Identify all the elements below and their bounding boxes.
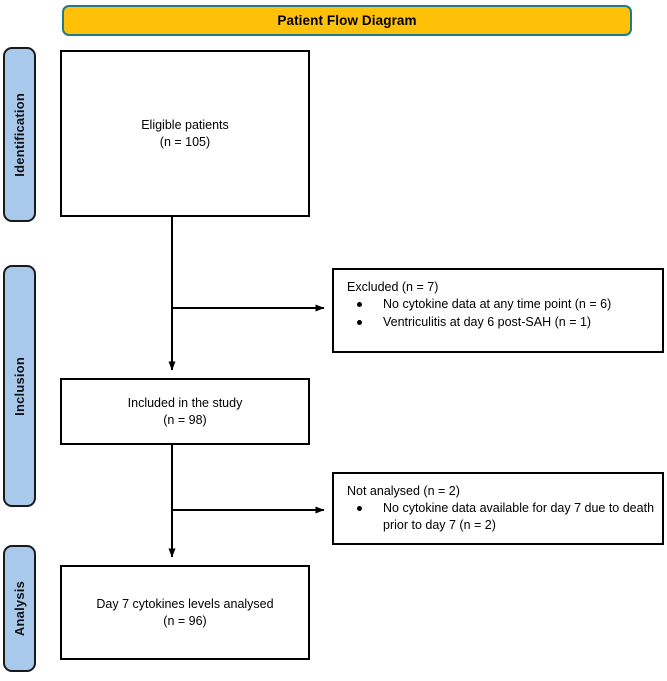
list-item-text: No cytokine data available for day 7 due… xyxy=(383,501,655,532)
flow-box-text: Eligible patients (n = 105) xyxy=(141,118,229,149)
flow-box-included-in-study: Included in the study (n = 98) xyxy=(60,378,310,445)
stage-tab-label: Analysis xyxy=(12,580,27,637)
side-box-not-analysed: Not analysed (n = 2) No cytokine data av… xyxy=(332,472,664,545)
stage-tab-analysis: Analysis xyxy=(3,545,36,672)
stage-tab-identification: Identification xyxy=(3,47,36,222)
page-title: Patient Flow Diagram xyxy=(277,12,417,28)
side-box-heading: Not analysed (n = 2) xyxy=(347,484,460,498)
stage-tab-label: Identification xyxy=(12,92,27,177)
flow-box-text: Day 7 cytokines levels analysed (n = 96) xyxy=(96,597,274,628)
diagram-title-banner: Patient Flow Diagram xyxy=(62,5,632,36)
side-box-heading: Excluded (n = 7) xyxy=(347,280,439,294)
list-item: No cytokine data at any time point (n = … xyxy=(347,296,654,313)
bullet-icon xyxy=(357,302,362,308)
stage-tab-label: Inclusion xyxy=(12,356,27,416)
stage-tab-inclusion: Inclusion xyxy=(3,265,36,507)
flow-box-text: Included in the study (n = 98) xyxy=(127,396,243,427)
side-box-list: No cytokine data at any time point (n = … xyxy=(347,296,654,330)
flow-box-day7-cytokines-analysed: Day 7 cytokines levels analysed (n = 96) xyxy=(60,565,310,660)
list-item-text: No cytokine data at any time point (n = … xyxy=(383,297,612,312)
bullet-icon xyxy=(357,319,362,325)
side-box-excluded: Excluded (n = 7) No cytokine data at any… xyxy=(332,268,664,353)
list-item: Ventriculitis at day 6 post-SAH (n = 1) xyxy=(347,314,654,331)
bullet-icon xyxy=(357,506,362,512)
flow-box-eligible-patients: Eligible patients (n = 105) xyxy=(60,50,310,217)
list-item-text: Ventriculitis at day 6 post-SAH (n = 1) xyxy=(383,314,592,329)
list-item: No cytokine data available for day 7 due… xyxy=(347,500,654,533)
side-box-list: No cytokine data available for day 7 due… xyxy=(347,500,654,533)
